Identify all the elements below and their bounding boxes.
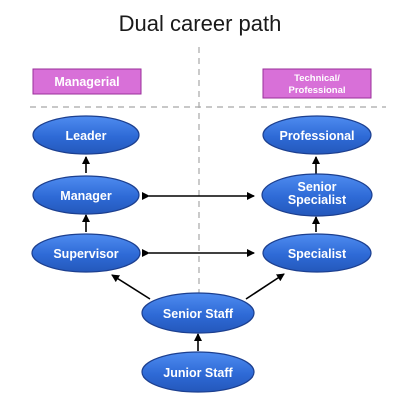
category-technical-professional: Technical/ Professional <box>262 68 372 99</box>
node-leader-label: Leader <box>66 129 107 143</box>
node-manager-label: Manager <box>60 189 112 203</box>
node-junior-staff: Junior Staff <box>141 351 255 393</box>
node-specialist: Specialist <box>262 233 372 273</box>
category-managerial: Managerial <box>32 68 142 95</box>
node-junior-staff-label: Junior Staff <box>163 366 233 380</box>
node-senior-specialist: Senior Specialist <box>261 173 373 217</box>
node-professional-label: Professional <box>279 129 354 143</box>
node-professional: Professional <box>262 115 372 155</box>
category-technical-label-line2: Professional <box>288 85 345 96</box>
node-specialist-label: Specialist <box>288 247 347 261</box>
node-senior-staff: Senior Staff <box>141 292 255 334</box>
node-supervisor: Supervisor <box>31 233 141 273</box>
node-leader: Leader <box>32 115 140 155</box>
node-senior-specialist-label-line1: Senior <box>298 180 337 194</box>
arrow-senior-staff-to-specialist <box>245 273 285 300</box>
node-senior-staff-label: Senior Staff <box>163 307 234 321</box>
arrows <box>82 156 320 351</box>
category-technical-label-line1: Technical/ <box>294 73 340 84</box>
node-senior-specialist-label-line2: Specialist <box>288 193 347 207</box>
arrow-senior-staff-to-supervisor <box>111 274 151 300</box>
node-supervisor-label: Supervisor <box>53 247 118 261</box>
diagram-title: Dual career path <box>119 11 282 36</box>
node-manager: Manager <box>32 175 140 215</box>
category-managerial-label: Managerial <box>54 75 119 89</box>
